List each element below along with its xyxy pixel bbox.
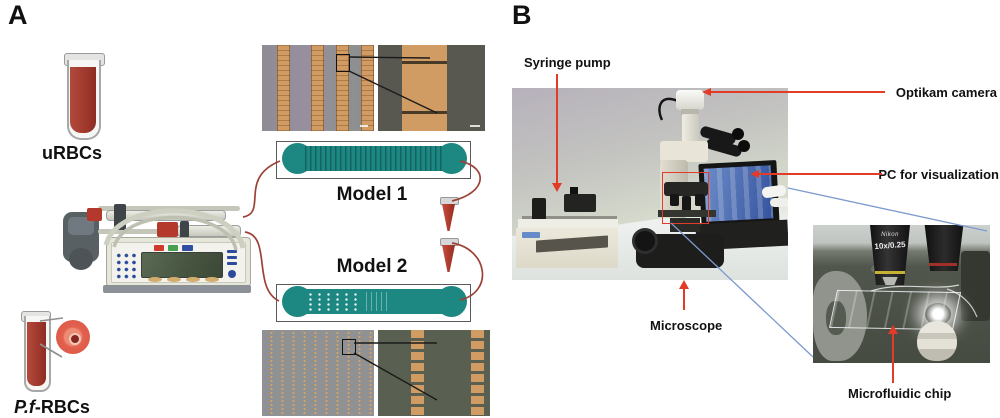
channel-stripe (336, 45, 349, 131)
micrograph-model1-zoom (378, 45, 485, 131)
objective-turret (664, 182, 708, 196)
pump-side-knob-lobe (69, 248, 93, 270)
panel-b-label: B (512, 0, 532, 30)
pump-keypad (115, 252, 138, 279)
eyepiece-cap (738, 140, 750, 152)
pillar-column (471, 330, 484, 416)
pump-side-bar-2 (227, 256, 237, 259)
objective-brand-text: Nikon (881, 232, 899, 238)
channel-stripe (277, 45, 290, 131)
optikam-camera-annotation: Optikam camera (895, 85, 997, 100)
channel-band (402, 45, 447, 131)
pump-display-screen (141, 252, 223, 278)
panel-a-label: A (8, 0, 28, 30)
objective-lens (670, 194, 679, 206)
illuminator-body (917, 321, 957, 361)
microfluidic-chip-annotation: Microfluidic chip (848, 386, 952, 401)
channel-stripe (311, 45, 324, 131)
micrograph-model1-overview (262, 45, 374, 131)
pump-side-bar-3 (227, 262, 237, 265)
pf-label-rest: -RBCs (34, 397, 90, 417)
optikam-camera-body (676, 90, 704, 110)
pump-button-green (168, 245, 178, 251)
pump-soft-key-3 (186, 277, 200, 282)
stage-clip-hole (826, 301, 846, 335)
pump-side-bar-1 (227, 250, 237, 253)
pf-label-italic: P.f (14, 397, 35, 417)
chip-region-highlight (662, 172, 709, 224)
chip-closeup-photo: Nikon 10x/0.25 (813, 225, 990, 363)
camera-collar (681, 109, 699, 115)
scale-bar (360, 125, 368, 127)
objective-yellow-ring (875, 271, 905, 274)
model2-pillar-array (306, 292, 362, 311)
condenser-housing (961, 251, 990, 321)
microscope-stage (658, 210, 716, 217)
objective-red-ring (929, 263, 957, 266)
objective-lens (695, 194, 704, 206)
chip-tubing-lines (870, 284, 978, 318)
channel-stripe (361, 45, 374, 131)
channel-edge-line (402, 61, 447, 64)
microscope-annotation: Microscope (650, 318, 723, 333)
illuminator-glow (925, 303, 951, 325)
zoom-region-rect (342, 339, 356, 355)
pc-visualization-annotation: PC for visualization (878, 167, 999, 182)
photo-pump-clamp-block (564, 194, 596, 212)
pump-soft-key-2 (167, 277, 181, 282)
flow-tubing (242, 160, 484, 302)
photo-pump-logo (522, 232, 540, 238)
model1-channel-stripes (305, 146, 445, 171)
scale-bar (470, 125, 480, 127)
syringe-plunger-1 (87, 208, 102, 221)
pump-soft-key-1 (148, 277, 162, 282)
microscope-phototube (682, 114, 699, 142)
photo-pump-rail (522, 216, 617, 219)
micrograph-model2-overview (262, 330, 374, 416)
bench-bottle (770, 198, 788, 207)
pump-soft-key-4 (205, 277, 219, 282)
camera-cable (658, 97, 681, 121)
collection-tube2-cap (440, 238, 459, 246)
collection-tube1-body (442, 204, 455, 231)
nikon-objective (870, 225, 910, 285)
pump-button-blue (182, 245, 193, 251)
lab-setup-photo (512, 88, 788, 280)
objective-tip (882, 277, 898, 285)
pump-button-red (154, 245, 164, 251)
pf-rbcs-label: P.f-RBCs (2, 397, 102, 418)
syringe-clamp-1 (114, 204, 126, 230)
syringe-plunger-2 (157, 222, 178, 237)
model1-label: Model 1 (336, 184, 408, 205)
pf-blood (27, 322, 46, 386)
microscope-head (660, 141, 708, 162)
focus-knob (632, 228, 658, 254)
eyepiece-cap (732, 128, 744, 140)
photo-pump-pusher-block (532, 198, 546, 222)
collection-tube1-cap (440, 197, 459, 205)
pump-round-button (228, 270, 236, 278)
urbcs-label: uRBCs (41, 143, 102, 163)
micrograph-model2-zoom (378, 330, 490, 416)
pump-side-knob-inner (68, 217, 94, 235)
zoom-region-rect (336, 54, 350, 72)
photo-pump-knob (570, 187, 578, 195)
model2-label: Model 2 (336, 256, 408, 277)
pillar-column (411, 330, 424, 416)
channel-edge-line (402, 111, 447, 114)
model2-faint-stripes (366, 292, 388, 311)
parasite-dot (69, 333, 81, 345)
syringe-pump-annotation: Syringe pump (524, 55, 611, 70)
pump-base (103, 285, 251, 293)
model1-channel-region (297, 146, 452, 171)
objective-lens (682, 196, 691, 211)
photo-pump-top-face (518, 219, 618, 229)
urbc-blood (70, 67, 96, 133)
